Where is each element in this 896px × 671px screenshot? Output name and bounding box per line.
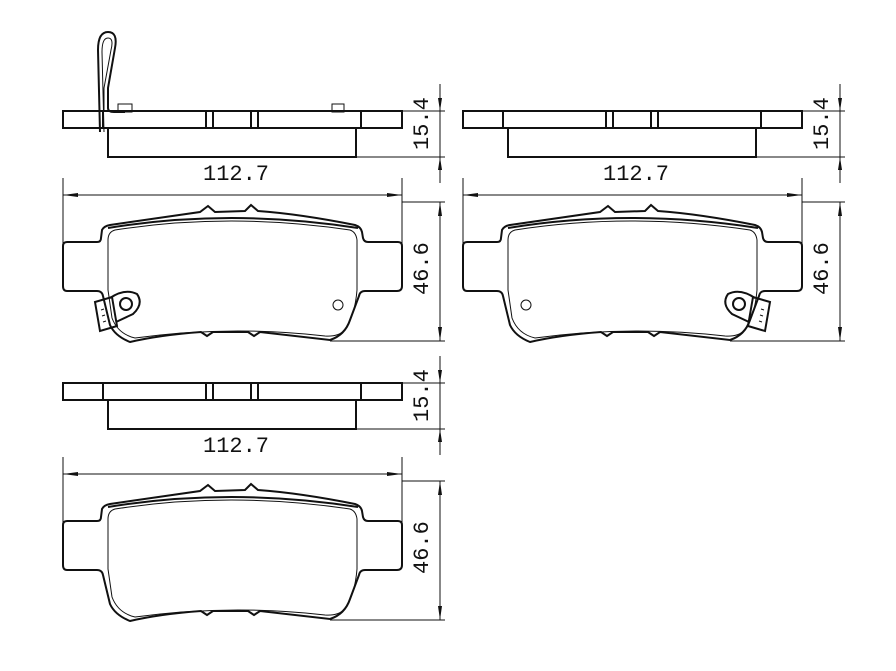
pad-2-thickness-label: 15.4 xyxy=(810,97,835,150)
pad-3-thickness-label: 15.4 xyxy=(410,369,435,422)
pad-2-side-view: 15.4 112.7 xyxy=(462,84,845,187)
pad-1-side-view: 15.4 112.7 xyxy=(62,31,445,187)
pad-3-height-label: 46.6 xyxy=(410,521,435,574)
pad-1-front-view: 46.6 xyxy=(62,177,445,343)
pad-3-front-view: 46.6 xyxy=(62,456,445,622)
pad-1-thickness-label: 15.4 xyxy=(410,97,435,150)
pad-2-front-view: 46.6 xyxy=(462,177,845,343)
pad-1-height-label: 46.6 xyxy=(410,242,435,295)
pad-3-width-label: 112.7 xyxy=(203,434,269,459)
pad-2-width-label: 112.7 xyxy=(603,162,669,187)
pad-3-side-view: 15.4 112.7 xyxy=(62,356,445,459)
pad-1-width-label: 112.7 xyxy=(203,162,269,187)
pad-2-height-label: 46.6 xyxy=(810,242,835,295)
